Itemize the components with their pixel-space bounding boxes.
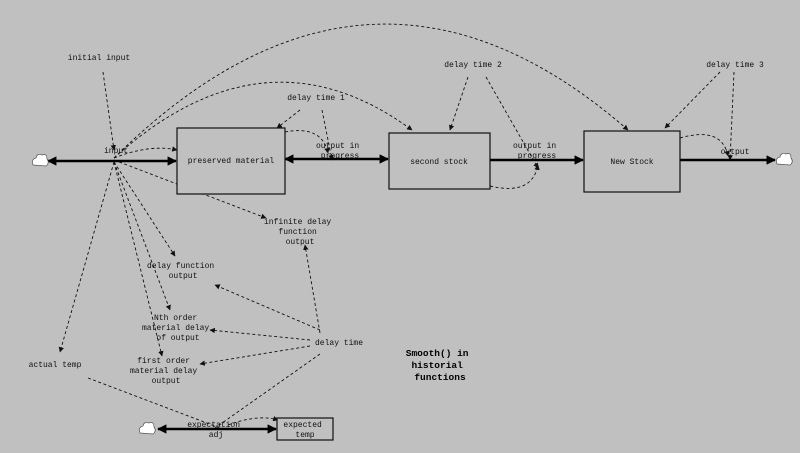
- delay-time-label: delay time: [315, 339, 363, 348]
- link-delay-time-to-nth-order: [209, 327, 311, 341]
- expected-temp-line: temp: [295, 431, 314, 440]
- nth-order-line: material delay: [142, 324, 209, 333]
- expectation-adj-label: expectation adj: [187, 421, 245, 440]
- second-stock-label: second stock: [410, 158, 468, 167]
- infinite-delay-line: infinite delay: [264, 218, 331, 227]
- link-delay-time-to-infinite-delay: [303, 244, 321, 334]
- link-preserved-material-to-output-in-progress: [284, 130, 330, 154]
- link-delay-time-to-expectation-adj: [214, 353, 321, 429]
- output-in-progress-2-line: output in: [513, 142, 556, 151]
- output-in-progress-2-label: output in progress: [513, 142, 561, 161]
- link-actual-temp-to-expectation-adj: [87, 377, 221, 429]
- diagram-title: Smooth() in historial functions: [406, 348, 474, 383]
- nth-order-line: of output: [156, 334, 199, 343]
- output-in-progress-1-line: output in: [316, 142, 359, 151]
- link-input-to-second-stock: [113, 81, 413, 159]
- cloud-source-input: [32, 154, 49, 167]
- output-in-progress-1-line: progress: [321, 152, 360, 161]
- stock-preserved-material[interactable]: [176, 127, 286, 195]
- link-input-to-first-order: [113, 161, 164, 357]
- first-order-line: material delay: [130, 367, 197, 376]
- link-second-stock-to-output-in-progress: [489, 164, 540, 189]
- title-line: functions: [414, 372, 466, 383]
- expectation-adj-line: adj: [209, 431, 223, 440]
- cloud-sink-output: [776, 153, 793, 166]
- link-input-to-actual-temp: [58, 161, 115, 353]
- expectation-adj-line: expectation: [187, 421, 240, 430]
- nth-order-material-delay-label: Nth order material delay of output: [142, 314, 214, 343]
- first-order-line: first order: [137, 357, 190, 366]
- link-input-to-delay-function: [113, 161, 176, 257]
- preserved-material-label: preserved material: [188, 157, 275, 166]
- delay-function-line: output: [169, 272, 198, 281]
- first-order-material-delay-label: first order material delay output: [130, 357, 202, 386]
- link-input-to-new-stock: [113, 23, 629, 159]
- infinite-delay-function-output-label: infinite delay function output: [264, 218, 336, 247]
- link-delay-time-1-to-output-in-progress: [321, 109, 334, 161]
- link-delay-time-2-to-output-in-progress: [485, 76, 539, 169]
- delay-function-output-label: delay function output: [147, 262, 219, 281]
- cloud-source-expectation: [139, 422, 156, 435]
- actual-temp-label: actual temp: [29, 361, 82, 370]
- delay-function-line: delay function: [147, 262, 214, 271]
- expected-temp-label: expected temp: [283, 421, 326, 440]
- link-delay-time-to-first-order: [199, 345, 311, 366]
- input-flow-label: input: [104, 147, 128, 156]
- link-delay-time-1-to-preserved-material: [276, 109, 301, 129]
- link-delay-time-3-to-output: [727, 71, 735, 161]
- initial-input-label: initial input: [68, 54, 130, 63]
- expected-temp-line: expected: [283, 421, 322, 430]
- link-input-to-nth-order: [113, 161, 171, 311]
- infinite-delay-line: output: [286, 238, 315, 247]
- influence-links: [58, 23, 735, 429]
- stock-second-stock[interactable]: [388, 132, 491, 190]
- stock-expected-temp[interactable]: [276, 417, 334, 441]
- link-delay-time-3-to-new-stock: [664, 71, 721, 129]
- link-expected-temp-to-expectation-adj: [227, 416, 279, 426]
- link-new-stock-to-output: [679, 134, 730, 157]
- delay-time-2-label: delay time 2: [444, 61, 502, 70]
- output-flow-label: output: [721, 148, 750, 157]
- link-initial-input-to-input: [102, 71, 116, 151]
- link-delay-time-to-delay-function: [214, 284, 321, 331]
- title-line: historial: [411, 360, 463, 371]
- link-input-to-preserved-material: [113, 146, 178, 159]
- link-delay-time-2-to-second-stock: [449, 76, 469, 131]
- output-in-progress-2-line: progress: [518, 152, 557, 161]
- title-line: Smooth() in: [406, 348, 469, 359]
- flow-pipes: [47, 154, 776, 434]
- new-stock-label: New Stock: [610, 158, 653, 167]
- delay-time-1-label: delay time 1: [287, 94, 345, 103]
- nth-order-line: Nth order: [154, 314, 197, 323]
- output-in-progress-1-label: output in progress: [316, 142, 364, 161]
- infinite-delay-line: function: [278, 228, 317, 237]
- stock-new-stock[interactable]: [583, 130, 681, 193]
- delay-time-3-label: delay time 3: [706, 61, 764, 70]
- first-order-line: output: [152, 377, 181, 386]
